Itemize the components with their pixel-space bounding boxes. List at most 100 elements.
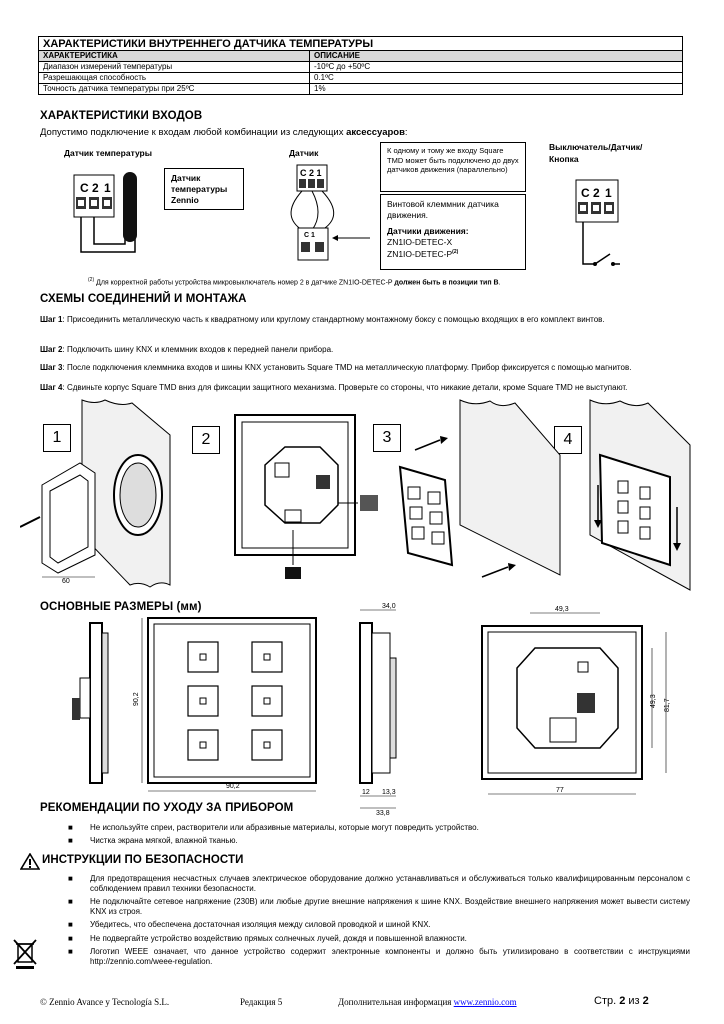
mounting-illustrations: 60 xyxy=(20,399,691,591)
svg-text:C 2 1: C 2 1 xyxy=(300,168,322,178)
step-label: Шаг 4 xyxy=(40,383,63,392)
dimension-label: 33,8 xyxy=(376,810,390,817)
motion-model-2-text: ZN1IO-DETEC-P xyxy=(387,248,453,259)
step-text: : После подключения клеммника входов и ш… xyxy=(62,363,632,372)
bullet-icon: ■ xyxy=(68,874,73,883)
page-mid: из xyxy=(628,995,640,1007)
motion-model-1: ZN1IO-DETEC-X xyxy=(387,236,453,247)
specs-col-header: ХАРАКТЕРИСТИКА xyxy=(38,50,310,62)
table-cell: 0.1ºC xyxy=(309,72,683,84)
sensor-label: Датчик xyxy=(289,148,319,158)
dimension-label: 49,3 xyxy=(650,694,657,708)
intro-bold: аксессуаров xyxy=(346,127,405,138)
step-1: Шаг 1: Присоединить металлическую часть … xyxy=(40,315,688,325)
page-total: 2 xyxy=(642,995,649,1007)
terminal-label: 1 xyxy=(104,181,111,195)
figure-number: 2 xyxy=(192,426,220,454)
dimension-label: 81,7 xyxy=(664,698,671,712)
footnote-ref: (2) xyxy=(452,249,459,255)
step-text: : Сдвиньте корпус Square TMD вниз для фи… xyxy=(62,383,628,392)
step-label: Шаг 2 xyxy=(40,345,63,354)
footnote-end: . xyxy=(498,279,501,287)
dimension-label: 77 xyxy=(556,787,564,794)
motion-note-box: К одному и тому же входу Square TMD може… xyxy=(380,142,526,192)
table-cell: Точность датчика температуры при 25ºC xyxy=(38,83,310,95)
safety-item-text: Логотип WEEE означает, что данное устрой… xyxy=(90,947,690,966)
step-label: Шаг 3 xyxy=(40,363,63,372)
svg-text:C: C xyxy=(581,186,590,200)
step-3: Шаг 3: После подключения клеммника входо… xyxy=(40,363,688,373)
motion-model-2: ZN1IO-DETEC-P(2) xyxy=(387,247,519,259)
switch-label: Выключатель/Датчик/ Кнопка xyxy=(549,142,643,164)
list-item: ■Не используйте спреи, растворители или … xyxy=(68,823,690,833)
table-cell: 1% xyxy=(309,83,683,95)
list-item: ■Чистка экрана мягкой, влажной тканью. xyxy=(68,836,690,846)
inputs-footnote: (2) Для корректной работы устройства мик… xyxy=(88,277,501,286)
care-item-text: Чистка экрана мягкой, влажной тканью. xyxy=(90,836,238,845)
specs-col-header: ОПИСАНИЕ xyxy=(309,50,683,62)
dimension-label: 13,3 xyxy=(382,789,396,796)
figure-number: 3 xyxy=(373,424,401,452)
list-item: ■ Для предотвращения несчастных случаев э… xyxy=(68,874,690,894)
terminal-label: C xyxy=(80,181,89,195)
table-row: Диапазон измерений температуры-10ºC до +… xyxy=(38,61,683,73)
website-link[interactable]: www.zennio.com xyxy=(453,997,517,1007)
safety-item-text: Не подвергайте устройство воздействию пр… xyxy=(90,934,467,943)
footnote-sup: (2) xyxy=(88,277,95,283)
dimension-label: 49,3 xyxy=(555,606,569,613)
dimensions-title: ОСНОВНЫЕ РАЗМЕРЫ (мм) xyxy=(40,601,202,613)
mounting-title: СХЕМЫ СОЕДИНЕНИЙ И МОНТАЖА xyxy=(40,293,247,305)
list-item: ■ Логотип WEEE означает, что данное устро… xyxy=(68,947,690,967)
intro-text: Допустимо подключение к входам любой ком… xyxy=(40,127,344,138)
list-item: ■ Не подключайте сетевое напряжение (230В… xyxy=(68,897,690,917)
dimension-label: 60 xyxy=(62,578,70,585)
footer-company: © Zennio Avance y Tecnología S.L. xyxy=(40,997,170,1007)
sensor-specs-table: ХАРАКТЕРИСТИКИ ВНУТРЕННЕГО ДАТЧИКА ТЕМПЕ… xyxy=(38,36,683,95)
care-title: РЕКОМЕНДАЦИИ ПО УХОДУ ЗА ПРИБОРОМ xyxy=(40,802,294,814)
svg-text:1: 1 xyxy=(605,186,612,200)
safety-title: ИНСТРУКЦИИ ПО БЕЗОПАСНОСТИ xyxy=(42,854,244,866)
step-text: : Подключить шину KNX и клеммник входов … xyxy=(62,345,334,354)
table-cell: -10ºC до +50ºC xyxy=(309,61,683,73)
inputs-intro: Допустимо подключение к входам любой ком… xyxy=(40,127,408,138)
inputs-title: ХАРАКТЕРИСТИКИ ВХОДОВ xyxy=(40,110,203,122)
step-label: Шаг 1 xyxy=(40,315,63,324)
bullet-icon: ■ xyxy=(68,947,73,956)
footer-info: Дополнительная информация www.zennio.com xyxy=(338,997,517,1007)
footnote-text: Для корректной работы устройства микровы… xyxy=(96,279,393,287)
svg-text:C 1: C 1 xyxy=(304,232,315,239)
terminal-label: 2 xyxy=(92,181,99,195)
bullet-icon: ■ xyxy=(68,920,73,929)
page-number: Стр. 2 из 2 xyxy=(594,995,649,1007)
step-text: : Присоединить металлическую часть к ква… xyxy=(62,315,605,324)
bullet-icon: ■ xyxy=(68,897,73,906)
care-item-text: Не используйте спреи, растворители или а… xyxy=(90,823,479,832)
figure-number: 4 xyxy=(554,426,582,454)
page-current: 2 xyxy=(619,995,626,1007)
footer-revision: Редакция 5 xyxy=(240,997,283,1007)
step-4: Шаг 4: Сдвиньте корпус Square TMD вниз д… xyxy=(40,383,688,393)
motion-sensors-box: Винтовой клеммник датчика движения. Датч… xyxy=(380,194,526,270)
screw-terminal-text: Винтовой клеммник датчика движения. xyxy=(387,199,499,220)
dimensions-drawing: 90,2 90,2 34,0 12 13,3 33,8 49,3 49,3 81… xyxy=(72,603,671,817)
step-2: Шаг 2: Подключить шину KNX и клеммник вх… xyxy=(40,345,688,355)
table-cell: Разрешающая способность xyxy=(38,72,310,84)
page-prefix: Стр. xyxy=(594,995,617,1007)
footnote-bold: должен быть в позиции тип B xyxy=(394,279,499,287)
intro-end: : xyxy=(404,127,408,138)
safety-item-text: Убедитесь, что обеспечена достаточная из… xyxy=(90,920,431,929)
terminal-block: C 2 1 xyxy=(296,164,328,192)
motion-title: Датчики движения: xyxy=(387,226,469,236)
safety-item-text: Для предотвращения несчастных случаев эл… xyxy=(90,874,690,893)
dimension-label: 12 xyxy=(362,789,370,796)
dimension-label: 90,2 xyxy=(133,692,140,706)
dimension-label: 90,2 xyxy=(226,783,240,790)
safety-item-text: Не подключайте сетевое напряжение (230В)… xyxy=(90,897,690,916)
table-cell: Диапазон измерений температуры xyxy=(38,61,310,73)
list-item: ■ Убедитесь, что обеспечена достаточная и… xyxy=(68,920,690,930)
temp-sensor-label: Датчик температуры xyxy=(64,148,153,158)
specs-title: ХАРАКТЕРИСТИКИ ВНУТРЕННЕГО ДАТЧИКА ТЕМПЕ… xyxy=(38,36,683,51)
